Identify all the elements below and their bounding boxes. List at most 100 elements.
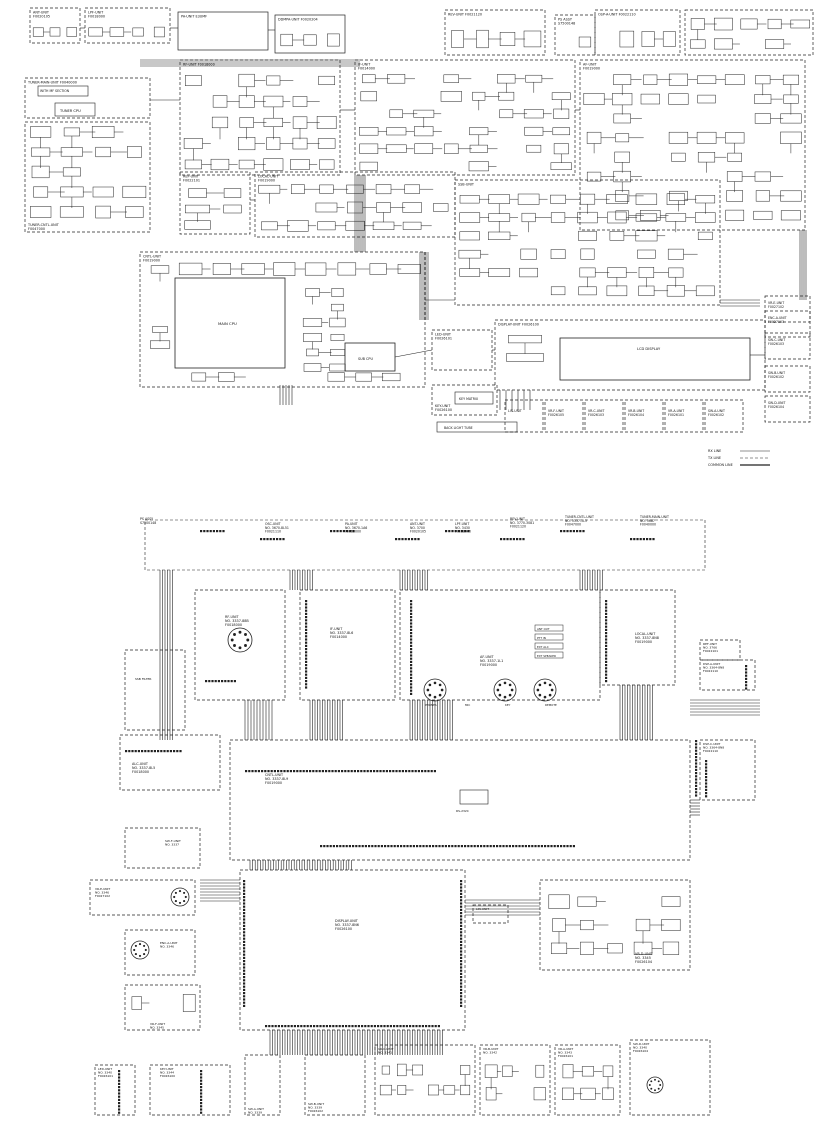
af-jack-2 (493, 678, 517, 702)
wiring-lin-frame (472, 904, 509, 924)
display-right-harness (465, 899, 540, 916)
top-row-pins-1 (260, 538, 285, 541)
top-row-pins-6 (560, 530, 585, 533)
cntl-bottom-pins (320, 845, 575, 848)
display-left-blocks (506, 335, 544, 362)
top-row-pins-0 (200, 530, 225, 533)
enc-a-wheel (130, 940, 150, 960)
legend-tx-label: TX LINE (707, 456, 721, 460)
dsp-c-pins (705, 760, 708, 798)
lpf-unit-blocks (88, 26, 165, 38)
wiring-vr-c-frame (374, 1044, 476, 1116)
osp-unit-frame-label: OSP-A-UNIT F0022110 (598, 12, 636, 16)
cntl-top-blocks (178, 262, 421, 276)
ps-assy-blocks (578, 36, 592, 48)
af-unit-blocks (583, 73, 802, 221)
wiring-vr-d-frame (539, 879, 691, 971)
block-enc-a-frame (764, 310, 811, 338)
wiring-cntl-frame (229, 739, 691, 861)
ssb-unit-frame (454, 179, 721, 306)
rev-unit-frame (444, 9, 546, 56)
dsp-c-harness (690, 799, 700, 816)
local-unit-blocks (258, 184, 449, 232)
led-unit-frame (431, 329, 493, 371)
jack-ant-out-label: ANT OUT (537, 627, 550, 631)
wiring-key-frame (149, 1064, 231, 1116)
local-pins (605, 600, 608, 683)
block-vr-e-frame (764, 295, 811, 323)
top-harness-a (289, 570, 313, 590)
vr-b-blocks (484, 1064, 546, 1101)
af-right-bus (799, 230, 807, 300)
vr-f-blocks (131, 994, 196, 1012)
jack-ptt-in-label: PTT IN (537, 636, 546, 640)
sub-cpu-label: SUB CPU (358, 357, 373, 361)
rev-unit-blocks (451, 29, 542, 49)
rf-band-switch (227, 627, 253, 653)
rf-unit-blocks (183, 73, 337, 171)
rev-unit-frame-label: REV-UNIT F0021120 (448, 12, 482, 16)
vr-a-blocks (562, 1064, 614, 1100)
vr-d-blocks (548, 894, 681, 955)
top-row-pins-2 (330, 530, 355, 533)
wiring-sw-f-frame (124, 827, 201, 869)
rf-pins (205, 680, 236, 683)
legend-arrows (740, 450, 770, 466)
block-sw-d-frame (764, 395, 811, 423)
dsp-harness (690, 699, 760, 716)
if-unit-blocks (359, 74, 572, 172)
cntl-right-blocks (302, 288, 346, 372)
local-cntl-harness (619, 685, 653, 740)
cntl-left-blocks (150, 265, 171, 349)
dsp-a-pins (745, 665, 748, 690)
backlight-label: BACK LIGHT TUBE (444, 426, 473, 430)
block-interconnect (80, 27, 765, 358)
block-sw-b-frame (764, 365, 811, 393)
key-pins (200, 1070, 203, 1114)
jack-ext-speaker-label: EXT SPEAKER (537, 654, 556, 658)
wiring-layer (80, 27, 807, 1055)
rs232c-label: RS-232C (456, 809, 469, 813)
wiring-ssb-frame (124, 649, 186, 731)
display-bottom-harness (269, 1030, 443, 1055)
ref-unit-frame (179, 171, 251, 235)
tuner-main-frame (24, 77, 151, 119)
wiring-top-row-frame (144, 519, 706, 571)
power-section-blocks (690, 17, 810, 50)
display-left-harness (200, 879, 240, 902)
top-row-pins-5 (500, 538, 525, 541)
cntl-unit-frame (139, 251, 426, 388)
tuner-cpu-label: TUNER CPU (59, 109, 81, 113)
top-row-pins-7 (630, 538, 655, 541)
ant-unit-frame (29, 7, 81, 44)
rf-unit-frame (179, 59, 341, 176)
wiring-sw-a-frame (244, 1054, 281, 1116)
